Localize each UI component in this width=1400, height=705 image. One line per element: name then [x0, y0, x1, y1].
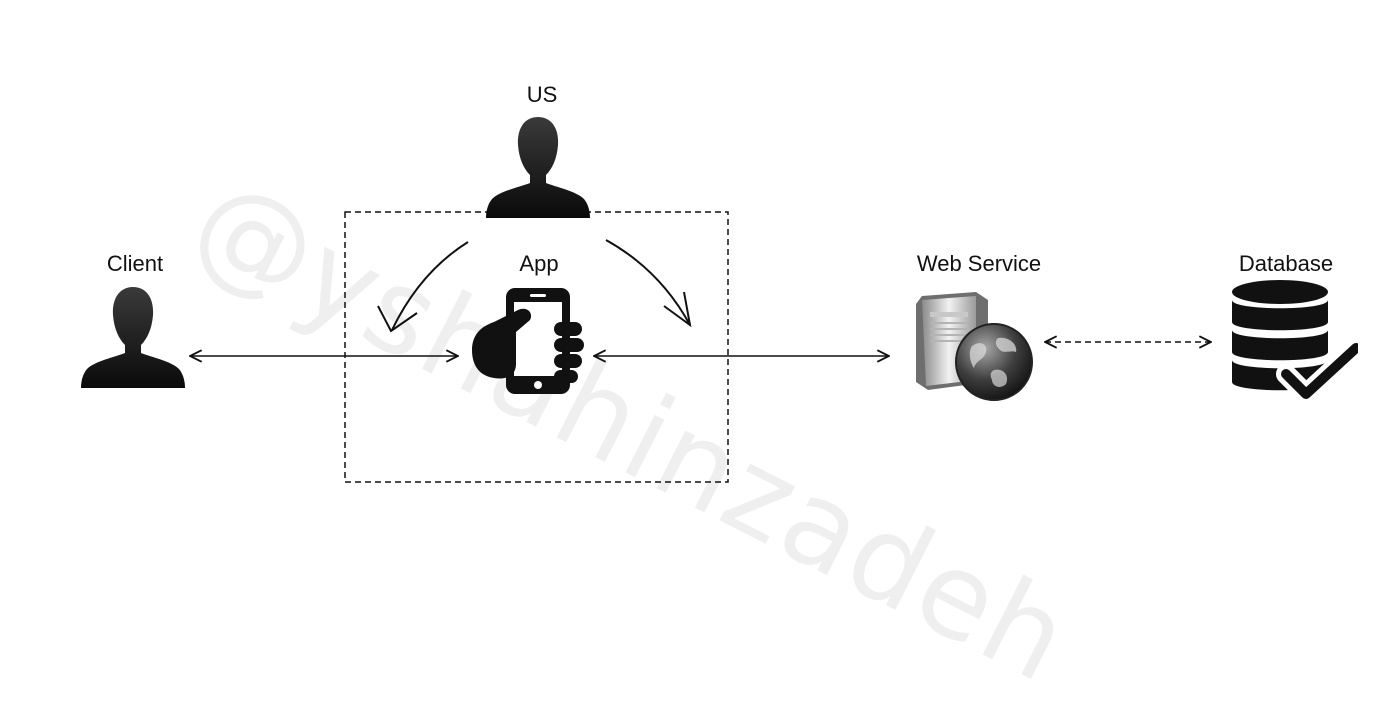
edge-us-to-right-curve	[605, 239, 691, 326]
edge-us-to-left-curve	[391, 241, 469, 331]
hand-holding-phone-icon	[470, 286, 585, 403]
web-service-label: Web Service	[916, 251, 1042, 276]
edge-us-to-left-arrowhead	[377, 305, 418, 333]
server-globe-icon	[910, 290, 1035, 407]
person-silhouette-icon	[484, 115, 592, 224]
client-label: Client	[106, 251, 164, 276]
database-label: Database	[1238, 251, 1334, 276]
database-check-icon	[1230, 278, 1366, 411]
app-label: App	[519, 251, 559, 276]
person-silhouette-icon	[79, 284, 187, 395]
edge-us-to-right-arrowhead	[663, 291, 692, 328]
us-label: US	[526, 82, 558, 107]
